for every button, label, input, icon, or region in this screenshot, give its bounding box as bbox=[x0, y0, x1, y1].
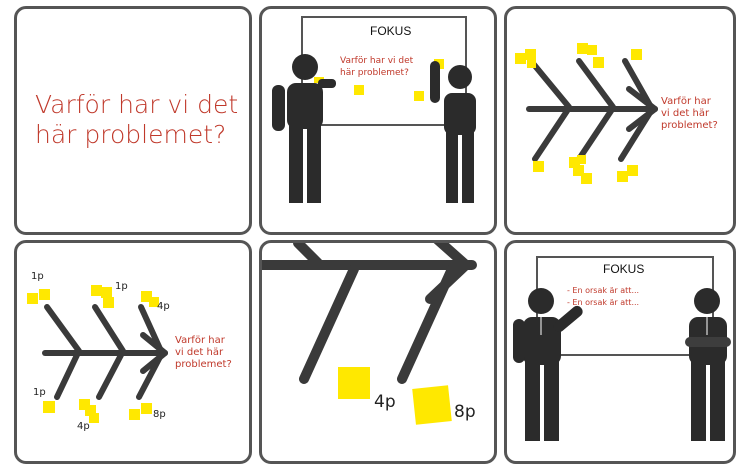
board-line-1: - En orsak är att... bbox=[567, 286, 639, 295]
sticky-note bbox=[354, 85, 364, 95]
fish-head-line-1: Varför har bbox=[175, 335, 226, 346]
fish-head-line-3: problemet? bbox=[175, 359, 232, 370]
person-right-figure bbox=[430, 61, 476, 203]
panel-1-drawing: Varför har vi det här problemet? bbox=[17, 9, 252, 235]
comic-panel-2: FOKUS Varför har vi det här problemet? bbox=[259, 6, 497, 235]
sticky-note-large bbox=[338, 367, 370, 399]
comic-panel-6: FOKUS - En orsak är att... - En orsak är… bbox=[504, 240, 736, 464]
panel-3-fishbone: Varför har vi det här problemet? bbox=[507, 9, 736, 235]
sticky-note-large bbox=[412, 385, 452, 425]
panel-6-drawing: FOKUS - En orsak är att... - En orsak är… bbox=[507, 243, 736, 464]
comic-panel-3: Varför har vi det här problemet? bbox=[504, 6, 736, 235]
comic-panel-4: Varför har vi det här problemet? 1p 1p 4… bbox=[14, 240, 252, 464]
point-label: 8p bbox=[454, 402, 476, 422]
board-title: FOKUS bbox=[370, 24, 411, 38]
fishbone-diagram bbox=[529, 61, 655, 159]
fishbone-diagram bbox=[45, 307, 165, 397]
panel-4-fishbone: Varför har vi det här problemet? 1p 1p 4… bbox=[17, 243, 252, 464]
fish-head-line-2: vi det här bbox=[175, 347, 224, 358]
fish-head-line-3: problemet? bbox=[661, 120, 718, 131]
panel-5-fishbone-zoom: 4p 8p bbox=[262, 243, 497, 464]
fishbone-zoom bbox=[262, 243, 472, 379]
board-text-line-2: här problemet? bbox=[340, 68, 409, 78]
point-label: 4p bbox=[374, 392, 396, 412]
point-label: 1p bbox=[33, 387, 46, 398]
comic-panel-5: 4p 8p bbox=[259, 240, 497, 464]
point-label: 1p bbox=[31, 271, 44, 282]
board-title: FOKUS bbox=[603, 262, 644, 276]
board-text-line-1: Varför har vi det bbox=[340, 56, 414, 66]
comic-panel-1: Varför har vi det här problemet? bbox=[14, 6, 252, 235]
point-label: 1p bbox=[115, 281, 128, 292]
board-line-2: - En orsak är att... bbox=[567, 298, 639, 307]
question-line-2: här problemet? bbox=[35, 120, 226, 149]
point-label: 4p bbox=[157, 301, 170, 312]
sticky-note bbox=[414, 91, 424, 101]
fish-head-line-2: vi det här bbox=[661, 108, 710, 119]
point-label: 8p bbox=[153, 409, 166, 420]
question-line-1: Varför har vi det bbox=[35, 90, 238, 119]
point-label: 4p bbox=[77, 421, 90, 432]
fish-head-line-1: Varför har bbox=[661, 96, 712, 107]
writing-arm bbox=[318, 79, 336, 88]
panel-2-drawing: FOKUS Varför har vi det här problemet? bbox=[262, 9, 497, 235]
crossed-arms bbox=[685, 337, 731, 347]
